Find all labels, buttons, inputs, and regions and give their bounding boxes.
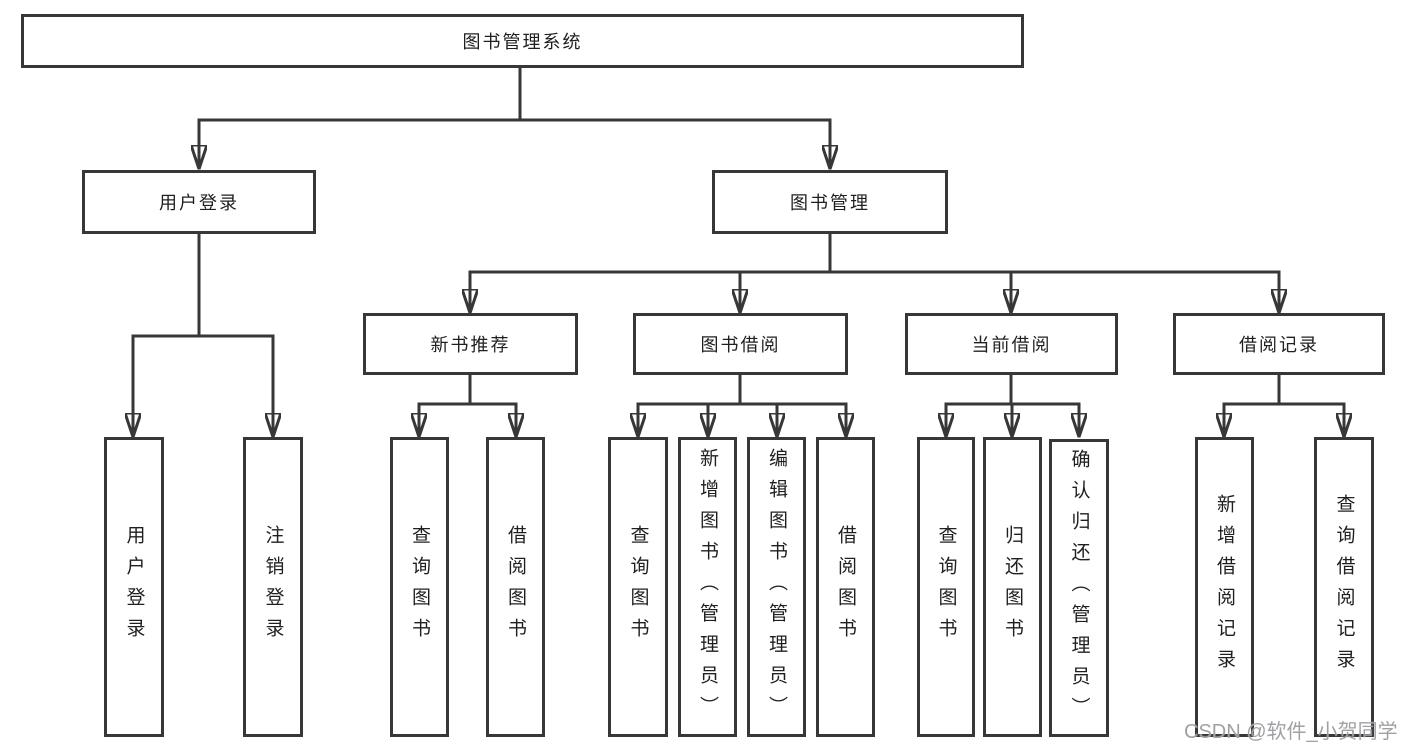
leaf-borrow-books: 借阅图书 (816, 437, 875, 737)
csdn-watermark: CSDN @软件_小贺同学 (1184, 721, 1398, 743)
node-borrow-records: 借阅记录 (1173, 313, 1385, 375)
node-book-borrow: 图书借阅 (633, 313, 848, 375)
leaf-query-borrow-record: 查询借阅记录 (1314, 437, 1374, 737)
leaf-logout: 注销登录 (243, 437, 303, 737)
leaf-user-login: 用户登录 (104, 437, 164, 737)
edge-book-borrow-children (638, 373, 846, 438)
leaf-edit-book-admin: 编辑图书（管理员） (747, 437, 806, 737)
node-book-management: 图书管理 (712, 170, 948, 234)
node-library-management-system: 图书管理系统 (21, 14, 1024, 68)
node-user-login: 用户登录 (82, 170, 316, 234)
edge-book-management-to-level3 (470, 232, 1279, 314)
leaf-query-books-borrow: 查询图书 (608, 437, 668, 737)
leaf-borrow-books-recommend: 借阅图书 (486, 437, 545, 737)
edge-current-borrow-children (946, 373, 1079, 438)
node-current-borrow: 当前借阅 (905, 313, 1118, 375)
leaf-return-book: 归还图书 (983, 437, 1042, 737)
edge-root-to-level2 (199, 66, 830, 170)
node-new-book-recommend: 新书推荐 (363, 313, 578, 375)
leaf-add-borrow-record: 新增借阅记录 (1195, 437, 1254, 737)
leaf-query-books-recommend: 查询图书 (390, 437, 449, 737)
edge-borrow-records-children (1224, 373, 1344, 438)
leaf-confirm-return-admin: 确认归还（管理员） (1049, 439, 1109, 737)
edge-user-login-children (133, 232, 273, 438)
leaf-add-book-admin: 新增图书（管理员） (678, 437, 737, 737)
edge-new-book-children (419, 373, 516, 438)
leaf-query-books-current: 查询图书 (917, 437, 975, 737)
